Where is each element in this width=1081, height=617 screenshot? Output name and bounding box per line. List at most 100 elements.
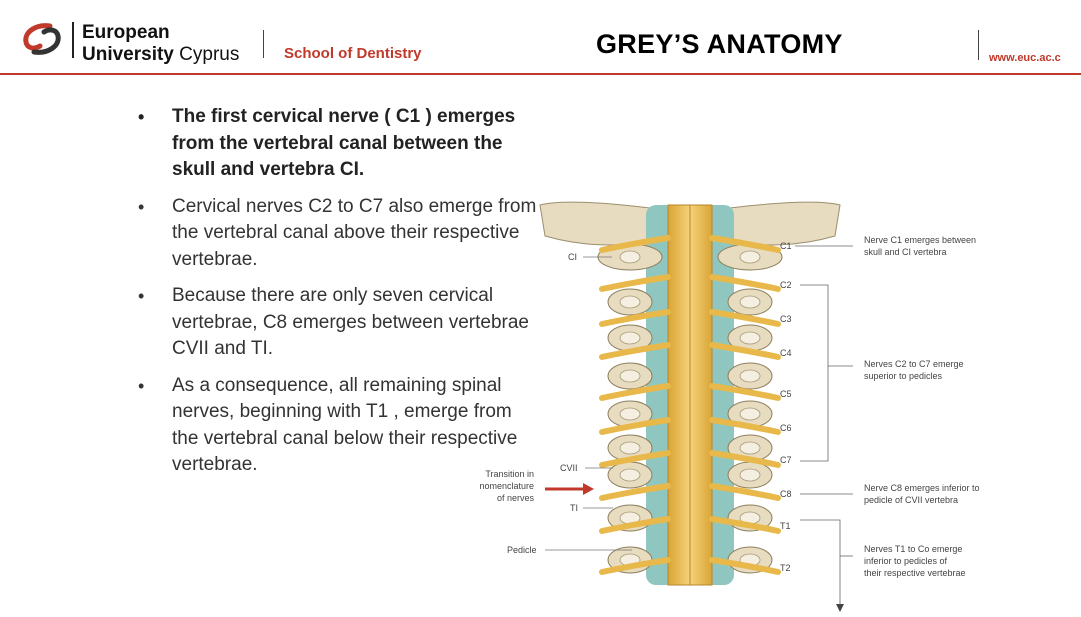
skull-base — [729, 201, 841, 246]
vertebra-foramen — [619, 511, 641, 525]
note-c8: Nerve C8 emerges inferior to — [864, 483, 980, 493]
vertebra-segment — [607, 546, 653, 574]
vertebra-segment — [727, 461, 773, 489]
bullet-item: •Because there are only seven cervical v… — [138, 283, 543, 363]
vertebra-foramen — [739, 468, 761, 482]
nerve-root — [599, 235, 671, 253]
vertebra-column — [597, 243, 783, 574]
vertebra-segment — [607, 288, 653, 316]
vertebra-foramen — [619, 250, 641, 264]
bullet-list: • The first cervical nerve ( C1 ) emerges… — [138, 104, 543, 489]
nerve-root — [709, 342, 781, 360]
nerve-label-c1: C1 — [780, 241, 792, 251]
header-separator — [263, 30, 264, 58]
vertebra-segment — [607, 504, 653, 532]
nerve-label-c6: C6 — [780, 423, 792, 433]
vertebra-segment — [727, 504, 773, 532]
nerve-root — [709, 235, 781, 253]
nerve-label-c5: C5 — [780, 389, 792, 399]
ci-label-group: CI — [568, 252, 612, 262]
bullet-item: • Cervical nerves C2 to C7 also emerge fr… — [138, 194, 543, 274]
vertebra-segment — [727, 400, 773, 428]
c2-c7-bracket — [800, 284, 853, 462]
logo-divider — [72, 22, 74, 58]
nerve-root — [599, 274, 671, 292]
bullet-dot: • — [138, 107, 145, 127]
note-t1-co: their respective vertebrae — [864, 568, 966, 578]
nerve-root — [709, 309, 781, 327]
brand-line1: European — [82, 22, 170, 43]
note-c8: pedicle of CVII vertebra — [864, 495, 958, 505]
bullet-item: •As a consequence, all remaining spinal … — [138, 373, 543, 479]
pedicle-label-group: Pedicle — [507, 545, 632, 555]
vertebra-foramen — [619, 468, 641, 482]
cvii-label-group: CVII — [560, 463, 613, 473]
vertebra-foramen — [619, 331, 641, 345]
nerve-root — [709, 417, 781, 435]
nerve-root — [599, 383, 671, 401]
note-c2-c7: Nerves C2 to C7 emerge — [864, 359, 964, 369]
transition-label-line: of nerves — [497, 493, 535, 503]
vertebra-segment — [727, 324, 773, 352]
nerve-root — [709, 557, 781, 575]
vertebra-foramen — [739, 407, 761, 421]
down-arrow-icon — [836, 604, 844, 612]
vertebra-foramen — [739, 441, 761, 455]
vertebra-segment — [717, 243, 783, 271]
euc-logo-icon — [23, 23, 61, 55]
ci-label: CI — [568, 252, 577, 262]
bullet-dot: • — [138, 196, 145, 217]
vertebra-segment — [607, 461, 653, 489]
vertebra-foramen — [619, 369, 641, 383]
t1-bracket — [800, 519, 841, 605]
nerve-label-c8: C8 — [780, 489, 792, 499]
transition-arrow-icon — [583, 483, 594, 495]
vertebra-segment — [727, 288, 773, 316]
bullet-text: The first cervical nerve ( C1 ) emerges … — [172, 106, 516, 180]
note-t1-co: inferior to pedicles of — [864, 556, 948, 566]
cvii-label: CVII — [560, 463, 578, 473]
vertebra-foramen — [739, 331, 761, 345]
header-separator-right — [978, 30, 979, 60]
bullet-item: • The first cervical nerve ( C1 ) emerges… — [138, 104, 543, 184]
school-name: School of Dentistry — [284, 45, 422, 62]
slide-header: European University Cyprus School of Den… — [0, 0, 1081, 74]
nerve-root — [599, 516, 671, 534]
brand-line2: University Cyprus — [82, 44, 239, 66]
nerve-root — [599, 342, 671, 360]
vertebra-segment — [607, 434, 653, 462]
vertebra-segment — [607, 362, 653, 390]
vertebra-segment — [727, 362, 773, 390]
vertebra-foramen — [619, 441, 641, 455]
vertebra-foramen — [739, 553, 761, 567]
vertebra-foramen — [739, 250, 761, 264]
nerve-label-t1: T1 — [780, 521, 791, 531]
nerve-root — [709, 450, 781, 468]
page-title: GREY’S ANATOMY — [596, 29, 843, 59]
brand-line2-rest: Cyprus — [173, 44, 240, 65]
vertebra-segment — [597, 243, 663, 271]
spinal-cord — [667, 204, 713, 586]
note-t1-co: Nerves T1 to Co emerge — [864, 544, 962, 554]
vertebra-foramen — [739, 369, 761, 383]
nerve-label-c2: C2 — [780, 280, 792, 290]
nerve-root — [709, 274, 781, 292]
vertebra-segment — [607, 400, 653, 428]
ti-label: TI — [570, 503, 578, 513]
vertebral-canal — [646, 205, 734, 585]
nerve-root — [709, 516, 781, 534]
nerve-root — [709, 383, 781, 401]
vertebra-segment — [727, 434, 773, 462]
pedicle-label: Pedicle — [507, 545, 537, 555]
bullet-text: Because there are only seven cervical ve… — [172, 285, 529, 359]
bullet-text: Cervical nerves C2 to C7 also emerge fro… — [172, 195, 537, 270]
vertebra-foramen — [619, 295, 641, 309]
vertebra-foramen — [619, 553, 641, 567]
vertebra-segment — [727, 546, 773, 574]
website-link[interactable]: www.euc.ac.c — [989, 52, 1061, 64]
nerve-root — [599, 450, 671, 468]
vertebra-segment — [607, 324, 653, 352]
vertebra-foramen — [739, 511, 761, 525]
nerve-label-c3: C3 — [780, 314, 792, 324]
bullet-text: As a consequence, all remaining spinal n… — [172, 374, 518, 476]
